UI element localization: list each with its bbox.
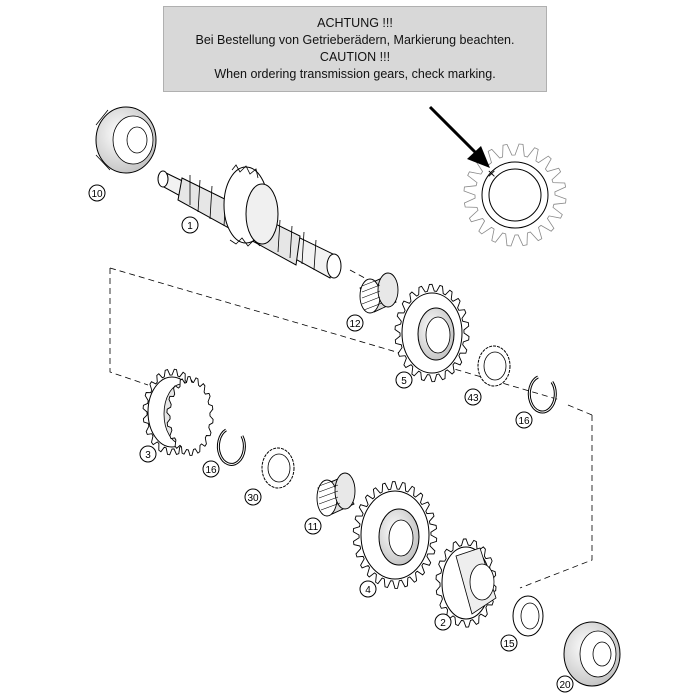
part-number: 20	[559, 680, 571, 691]
part-label-3: 3	[139, 445, 157, 463]
marking-detail-gear: ×	[463, 143, 567, 247]
ball-bearing-bottom	[563, 621, 621, 687]
part-number: 43	[467, 393, 479, 404]
ball-bearing-top	[95, 106, 157, 174]
part-label-30: 30	[244, 488, 262, 506]
part-number: 12	[349, 319, 361, 330]
part-number: 3	[145, 450, 151, 461]
splined-washer-30	[261, 447, 295, 489]
splined-washer-43	[477, 345, 511, 387]
part-label-15: 15	[500, 634, 518, 652]
caution-line-3: CAUTION !!!	[319, 50, 391, 64]
part-number: 15	[503, 639, 515, 650]
part-number: 5	[401, 376, 407, 387]
caution-line-1: ACHTUNG !!!	[317, 16, 393, 30]
gear-teeth	[166, 376, 214, 456]
part-label-16b: 16	[202, 460, 220, 478]
part-label-5: 5	[395, 371, 413, 389]
part-label-4: 4	[359, 580, 377, 598]
part-number: 16	[518, 416, 530, 427]
gear-4	[352, 481, 438, 589]
part-label-11: 11	[304, 517, 322, 535]
main-shaft	[157, 164, 342, 279]
part-number: 16	[205, 465, 217, 476]
caution-line-4: When ordering transmission gears, check …	[214, 67, 496, 81]
needle-bearing-upper	[359, 272, 399, 314]
part-number: 10	[91, 189, 103, 200]
gear-3	[142, 368, 214, 456]
part-number: 1	[187, 221, 193, 232]
circlip-upper	[527, 375, 557, 414]
gear-5	[394, 283, 470, 383]
part-number: 2	[440, 618, 446, 629]
marking-symbol: ×	[487, 167, 496, 180]
gear-2	[435, 538, 497, 628]
part-label-20: 20	[556, 675, 574, 693]
part-label-1: 1	[181, 216, 199, 234]
circlip-lower	[216, 428, 246, 466]
part-label-16a: 16	[515, 411, 533, 429]
thrust-washer-15	[512, 595, 544, 637]
part-label-2: 2	[434, 613, 452, 631]
part-number: 4	[365, 585, 371, 596]
part-label-10: 10	[88, 184, 106, 202]
part-label-43: 43	[464, 388, 482, 406]
caution-line-2: Bei Bestellung von Getrieberädern, Marki…	[195, 33, 515, 47]
marking-arrow	[428, 105, 490, 168]
part-label-12: 12	[346, 314, 364, 332]
part-number: 30	[247, 493, 259, 504]
caution-box: ACHTUNG !!! Bei Bestellung von Getrieber…	[163, 6, 547, 92]
part-number: 11	[308, 522, 319, 533]
needle-bearing-lower	[316, 472, 356, 517]
